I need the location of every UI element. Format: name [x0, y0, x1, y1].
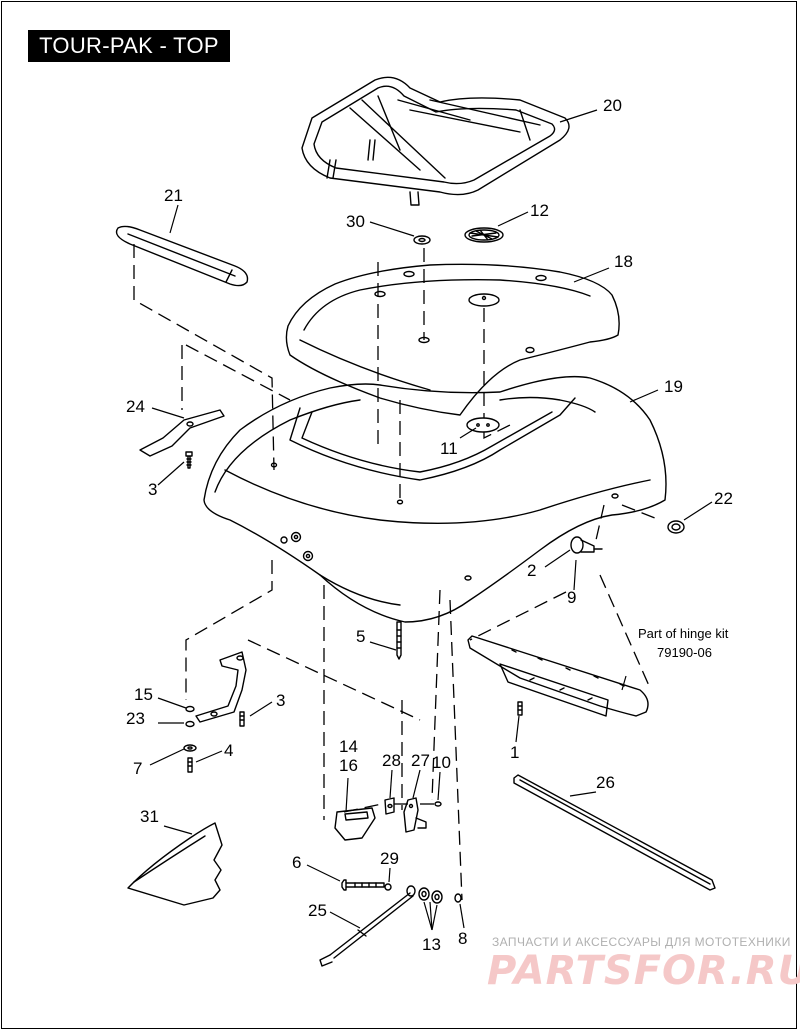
- callout-25: 25: [308, 901, 327, 920]
- watermark-tagline: ЗАПЧАСТИ И АКСЕССУАРЫ ДЛЯ МОТОТЕХНИКИ: [492, 935, 791, 949]
- tour-pak-base: [203, 375, 667, 623]
- lid-cover: [285, 263, 620, 416]
- badge-medallion: [464, 227, 504, 243]
- washer-23: [185, 720, 195, 728]
- nut: [413, 235, 431, 245]
- screw-4: [187, 757, 193, 773]
- trim-strip: [115, 225, 249, 287]
- hinge-kit-number: 79190-06: [657, 645, 712, 660]
- callout-6: 6: [292, 853, 301, 872]
- callout-31: 31: [140, 807, 159, 826]
- callout-20: 20: [603, 96, 622, 115]
- leader-lines: [149, 109, 713, 931]
- callout-18: 18: [614, 252, 633, 271]
- seal-strip: [513, 774, 716, 891]
- spacer-a: [418, 887, 430, 901]
- luggage-rack: [301, 76, 570, 206]
- latch-striker: [570, 536, 603, 554]
- long-bolt: [341, 879, 385, 891]
- small-nut: [434, 801, 442, 807]
- watermark-logo: PARTSFOR.RU: [487, 948, 800, 994]
- liner-panel: [127, 822, 223, 906]
- support-stay: [319, 885, 416, 967]
- callout-22: 22: [714, 489, 733, 508]
- callout-27: 27: [411, 751, 430, 770]
- callout-3-upper: 3: [148, 480, 157, 499]
- washer-29: [384, 883, 392, 891]
- callout-23: 23: [126, 709, 145, 728]
- assembly-lines: [133, 244, 661, 901]
- callout-12: 12: [530, 201, 549, 220]
- callout-24: 24: [126, 397, 145, 416]
- callout-8: 8: [458, 929, 467, 948]
- screw-lower: [239, 711, 245, 727]
- callout-30: 30: [346, 212, 365, 231]
- callout-29: 29: [380, 849, 399, 868]
- hinge-kit-note: Part of hinge kit: [638, 626, 729, 641]
- mounting-bracket: [195, 651, 247, 723]
- bolt: [396, 621, 402, 660]
- retaining-clip: [454, 893, 462, 903]
- small-bracket: [139, 409, 225, 457]
- bumper-stop: [667, 520, 685, 534]
- callout-9: 9: [567, 588, 576, 607]
- callout-5: 5: [356, 627, 365, 646]
- hinge-plate: [467, 635, 649, 717]
- callout-15: 15: [134, 685, 153, 704]
- callout-11: 11: [440, 439, 458, 458]
- callout-4: 4: [224, 741, 233, 760]
- screw-1: [517, 701, 523, 716]
- latch-bracket: [384, 797, 395, 815]
- washer-15: [185, 705, 195, 713]
- mounting-plate: [466, 417, 500, 433]
- latch-lever: [403, 797, 427, 833]
- callout-28: 28: [382, 751, 401, 770]
- callout-16: 16: [339, 756, 358, 775]
- callout-3-lower: 3: [276, 691, 285, 710]
- callout-14: 14: [339, 737, 358, 756]
- callout-1: 1: [510, 743, 519, 762]
- callout-2: 2: [527, 561, 536, 580]
- callout-26: 26: [596, 773, 615, 792]
- callout-10: 10: [432, 753, 451, 772]
- callout-19: 19: [664, 377, 683, 396]
- screw-upper: [185, 451, 193, 469]
- callout-21: 21: [164, 186, 183, 205]
- callout-13: 13: [422, 935, 441, 954]
- page-title: TOUR-PAK - TOP: [28, 30, 230, 62]
- spacer-b: [431, 890, 443, 904]
- washer-7: [183, 744, 197, 752]
- latch-plate: [334, 807, 376, 841]
- callout-7: 7: [133, 759, 142, 778]
